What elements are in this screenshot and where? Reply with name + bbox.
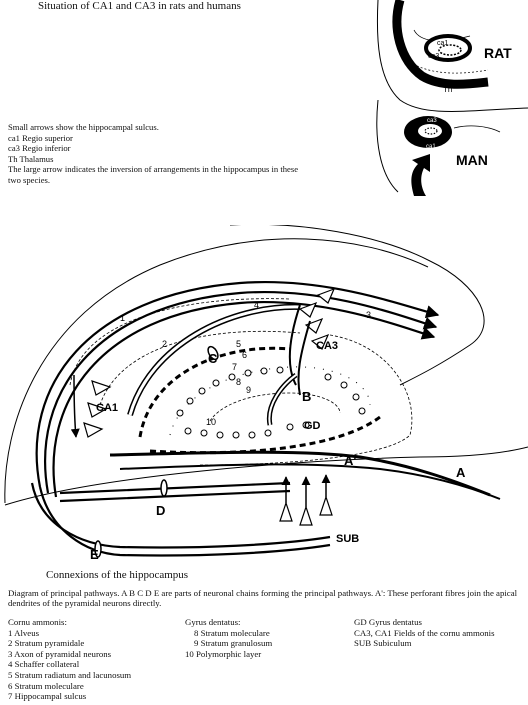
label-A: A [456,465,466,480]
legend-item: 5 Stratum radiatum and lacunosum [8,669,132,680]
legend-item: 4 Schaffer collateral [8,659,80,670]
inversion-arrow-icon [411,154,430,196]
legend-item: 2 Stratum pyramidale [8,638,85,649]
legend-item: CA3, CA1 Fields of the cornu ammonis [354,627,495,638]
label-D: D [156,503,165,518]
legend-heading: Gyrus dentatus: [185,617,241,627]
thalamus-label: Th [443,85,452,94]
rat-cortex-band [392,0,489,89]
note-line: ca1 Regio superior [8,132,73,143]
man-brain-outline [376,99,399,193]
rat-ca1-label: ca1 [437,40,448,47]
alveus-fibre [52,301,436,498]
legend-item: 3 Axon of pyramidal neurons [8,648,112,659]
page-title: Situation of CA1 and CA3 in rats and hum… [38,0,241,12]
label-1: 1 [120,313,125,323]
man-ca1-label: ca1 [426,144,436,150]
alveus-fibre [35,281,440,488]
note-line: ca3 Regio inferior [8,143,71,154]
legend-item: 6 Stratum moleculare [8,680,84,691]
legend-item: GD Gyrus dentatus [354,617,422,627]
hippocampus-connexion-diagram: 1 2 3 4 5 6 7 8 9 10 A A' B C D E CA1 CA… [4,225,528,562]
legend-cornu-ammonis: Cornu ammonis: 1 Alveus 2 Stratum pyrami… [8,617,131,702]
rat-label: RAT [484,45,512,61]
legend-item: 10 Polymorphic layer [185,648,262,659]
region-labels: CA1 CA3 GD SUB [96,340,359,545]
rat-brain-outline [376,0,528,112]
label-C: C [208,351,218,366]
label-CA1: CA1 [96,402,118,414]
man-label: MAN [456,152,488,168]
legend-item: SUB Subiculum [354,638,412,649]
outer-contour [4,238,429,504]
label-B: B [302,389,311,404]
label-2: 2 [162,339,167,349]
pathway-D [59,481,291,495]
layer-number-labels: 1 2 3 4 5 6 7 8 9 10 [120,300,371,427]
man-ca3-label: ca3 [427,118,437,124]
pathway-letter-labels: A A' B C D E [90,351,466,562]
note-line: Th Thalamus [8,153,54,164]
hippocampal-sulcus [138,346,291,438]
legend-item: 7 Hippocampal sulcus [8,691,87,702]
alveus-fibre [44,291,438,494]
legend-gyrus-dentatus: Gyrus dentatus: 8 Stratum moleculare 9 S… [185,617,272,659]
note-line: two species. [8,174,51,185]
label-7: 7 [232,362,237,372]
pathway-E [30,482,331,549]
label-GD: GD [304,420,321,432]
diagram-description: Diagram of principal pathways. A B C D E… [8,588,518,609]
ca1-pyramidal-cells [83,380,112,438]
label-10: 10 [206,417,216,427]
perforant-path-A [109,450,491,497]
legend-heading: Cornu ammonis: [8,617,67,627]
rat-ca3-label: ca3 [428,53,439,60]
granule-cells [176,366,366,439]
label-8: 8 [236,377,241,387]
label-A-prime: A' [344,453,356,468]
legend-abbreviations: GD Gyrus dentatus CA3, CA1 Fields of the… [354,617,495,649]
ca3-pyramidal-cells [298,287,336,350]
note-line: Small arrows show the hippocampal sulcus… [8,122,159,132]
label-4: 4 [254,300,259,310]
label-E: E [90,547,99,562]
legend-item: 8 Stratum moleculare [194,627,270,638]
inset-notes: Small arrows show the hippocampal sulcus… [8,122,388,186]
diagram-caption: Connexions of the hippocampus [46,569,189,581]
label-SUB: SUB [336,533,359,545]
label-6: 6 [242,350,247,360]
label-3: 3 [366,310,371,320]
label-5: 5 [236,339,241,349]
label-CA3: CA3 [316,340,338,352]
species-inset-figure: ca1 ca3 RAT Th ca3 ca1 MAN [376,0,528,196]
label-9: 9 [246,385,251,395]
legend-item: 9 Stratum granulosum [194,638,273,649]
note-line: The large arrow indicates the inversion … [8,164,299,175]
subiculum-neurons [279,495,333,526]
legend-item: 1 Alveus [8,627,40,638]
